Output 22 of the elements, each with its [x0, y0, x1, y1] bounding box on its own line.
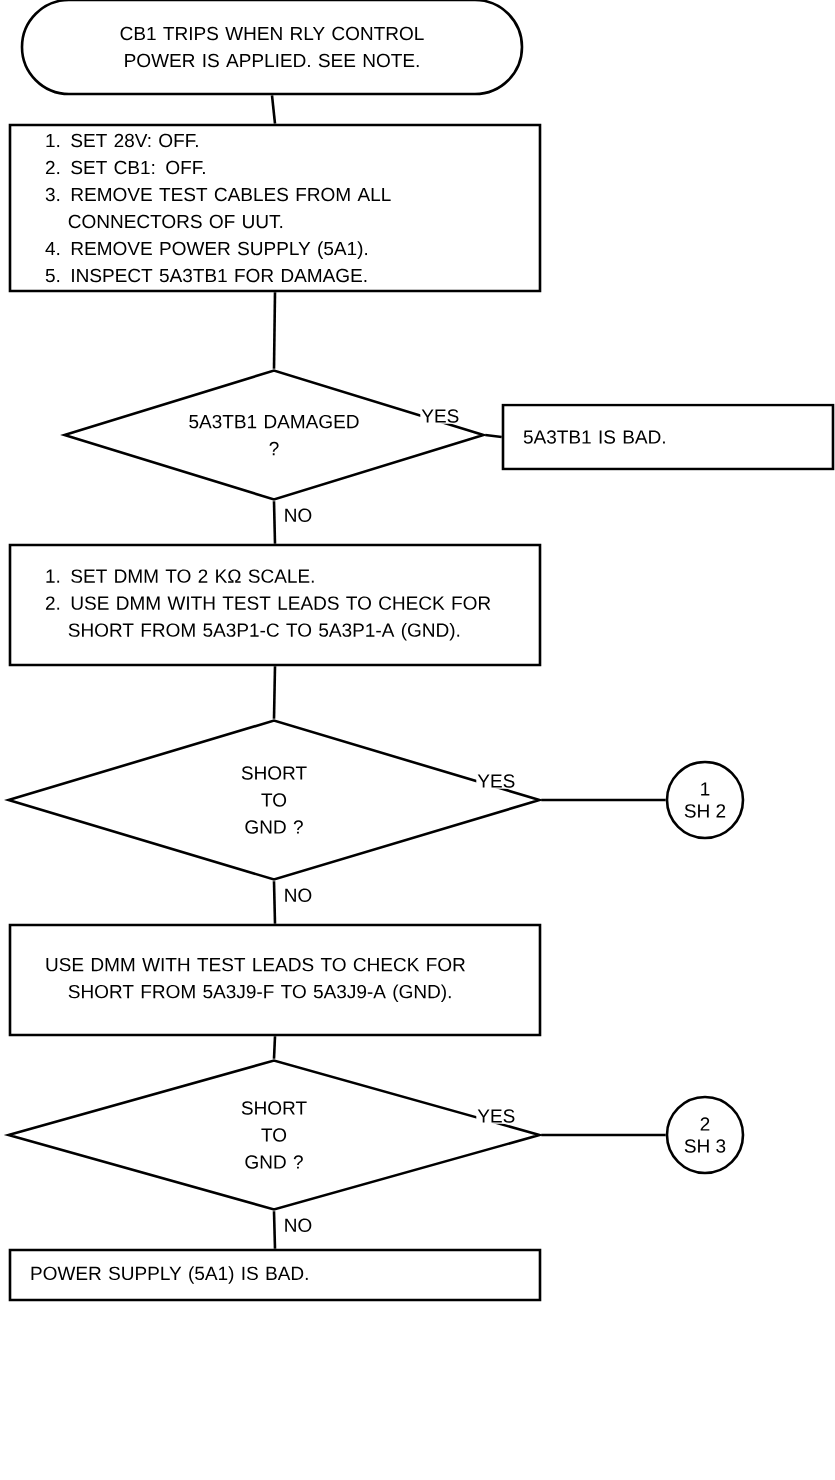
- connector-line: [272, 292, 277, 369]
- process-box: POWER SUPPLY (5A1) IS BAD.: [8, 1248, 542, 1302]
- process-box: 5A3TB1 IS BAD.: [501, 403, 835, 471]
- edge-label: YES: [476, 1108, 517, 1124]
- edge-label: NO: [282, 507, 314, 524]
- edge-label: YES: [420, 408, 461, 424]
- connector-line: [272, 501, 277, 544]
- process-box: 1. SET DMM TO 2 KΩ SCALE. 2. USE DMM WITH TEST LEADS TO CHECK FOR SHORT FROM 5A3P1-C TO 5A3P1-A (GND).: [8, 543, 542, 667]
- edge-label: NO: [282, 1217, 314, 1234]
- connector-line: [541, 1133, 666, 1137]
- connector-line: [272, 1211, 277, 1249]
- connector-line: [270, 95, 277, 124]
- connector-line: [272, 881, 277, 924]
- start-terminator: CB1 TRIPS WHEN RLY CONTROL POWER IS APPLIED. SEE NOTE.: [20, 0, 524, 96]
- edge-label: YES: [476, 773, 517, 789]
- connector-line: [541, 798, 666, 802]
- edge-label: NO: [282, 887, 314, 904]
- connector-line: [272, 666, 277, 719]
- process-box: USE DMM WITH TEST LEADS TO CHECK FOR SHORT FROM 5A3J9-F TO 5A3J9-A (GND).: [8, 923, 542, 1037]
- connector-line: [272, 1036, 277, 1059]
- connector-line: [485, 433, 502, 439]
- process-box: 1. SET 28V: OFF. 2. SET CB1: OFF. 3. REMOVE TEST CABLES FROM ALL CONNECTORS OF UUT. 4. REMOVE POWER SUPPLY (5A1). 5. INSPECT 5A3TB1 FOR DAMAGE.: [8, 123, 542, 293]
